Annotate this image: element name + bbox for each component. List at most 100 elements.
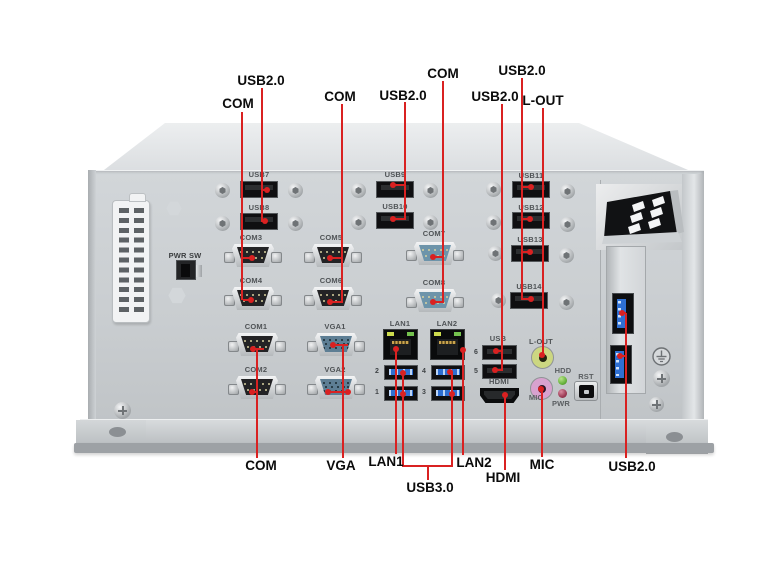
leader-stub [327,391,350,393]
port-marker-dot [327,255,333,261]
port-marker-dot [400,391,406,397]
mic-label: MIC [528,393,544,402]
usb3-digit-3: 3 [422,389,426,396]
usb11-label: USB11 [518,171,544,180]
port-marker-dot [527,249,533,255]
lan1-label: LAN1 [389,319,411,328]
port-marker-dot [538,386,544,392]
leader-line [541,389,543,457]
port-marker-dot [528,296,534,302]
vga2-label: VGA2 [324,365,346,374]
leader-stub [434,256,443,258]
leader-line [404,102,406,220]
leader-stub [496,369,502,371]
callout-usb2-1: USB2.0 [237,73,285,88]
com5-label: COM5 [319,233,343,242]
leader-line [427,467,429,480]
com5-port [304,242,362,270]
com7-label: COM7 [422,229,446,238]
mounting-slot [109,427,126,437]
hex-screw-icon [215,183,230,198]
usb13-label: USB13 [517,235,543,244]
com1-label: COM1 [244,322,268,331]
leader-line [241,112,243,300]
callout-vga: VGA [326,458,356,473]
leader-line [341,104,343,303]
com2-label: COM2 [245,366,267,374]
lout-label: L-OUT [529,337,553,346]
jack-hole [539,354,547,362]
lan1-port [383,329,418,360]
hex-screw-icon [288,183,303,198]
com6-label: COM6 [319,276,343,285]
leader-stub [523,186,532,188]
usb8-label: USB8 [248,203,270,212]
hex-screw-icon [486,182,501,197]
port-marker-dot [262,218,268,224]
leader-line [402,465,453,467]
callout-usb2-3: USB2.0 [471,89,519,104]
port-marker-dot [617,353,623,359]
bottom-flange [80,419,708,445]
switch-latch [196,265,202,277]
usb12-label: USB12 [518,203,544,212]
leader-stub [243,257,252,259]
hex-screw-icon [559,295,574,310]
phillips-screw-icon [649,397,664,412]
port-marker-dot [492,367,498,373]
port-marker-dot [400,370,406,376]
leader-stub [253,348,264,350]
pin-column [119,208,129,317]
leader-stub [434,301,443,303]
com8-label: COM8 [422,278,446,287]
callout-hdmi: HDMI [485,470,521,485]
callout-com-1: COM [222,96,254,111]
port-marker-dot [449,391,455,397]
chassis-base [74,443,714,453]
com7-port [406,240,464,268]
hex-screw-icon [351,215,366,230]
vent-grille-icon [602,190,684,244]
callout-usb2-2: USB2.0 [379,88,427,103]
port-marker-dot [327,299,333,305]
hdmi-label: HDMI [489,377,509,386]
port-marker-dot [447,369,453,375]
callout-lan2: LAN2 [456,455,492,470]
port-marker-dot [502,392,508,398]
usb14-label: USB14 [516,282,542,291]
hex-screw-icon [486,215,501,230]
com1-port [228,331,286,359]
vga2-port [307,374,365,402]
port-marker-dot [249,255,255,261]
hex-screw-icon [423,215,438,230]
reset-button [574,381,598,401]
leader-line [442,81,444,303]
phillips-screw-icon [653,370,670,387]
port-marker-dot [345,389,351,395]
leader-stub [243,299,252,301]
port-marker-dot [325,389,331,395]
hex-screw-icon [423,183,438,198]
leader-line [501,104,503,371]
port-marker-dot [527,216,533,222]
callout-lout: L-OUT [522,93,564,108]
usb3-port-3 [431,386,465,401]
port-marker-dot [619,310,625,316]
leader-line [542,108,544,356]
port-marker-dot [390,182,396,188]
usb3-digit-1: 1 [375,389,379,396]
leader-line [395,349,397,454]
usb6-port [482,345,517,360]
com6-port [304,285,362,313]
pwr-led [558,389,567,398]
port-marker-dot [249,389,255,395]
pwr-led-label: PWR [551,399,571,408]
leader-stub [523,298,532,300]
leader-line [261,88,263,222]
usb3-digit-2: 2 [375,368,379,375]
callout-usb3: USB3.0 [406,480,454,495]
leader-stub [394,184,405,186]
leader-stub [497,350,502,352]
port-marker-dot [430,299,436,305]
hex-screw-icon [351,183,366,198]
